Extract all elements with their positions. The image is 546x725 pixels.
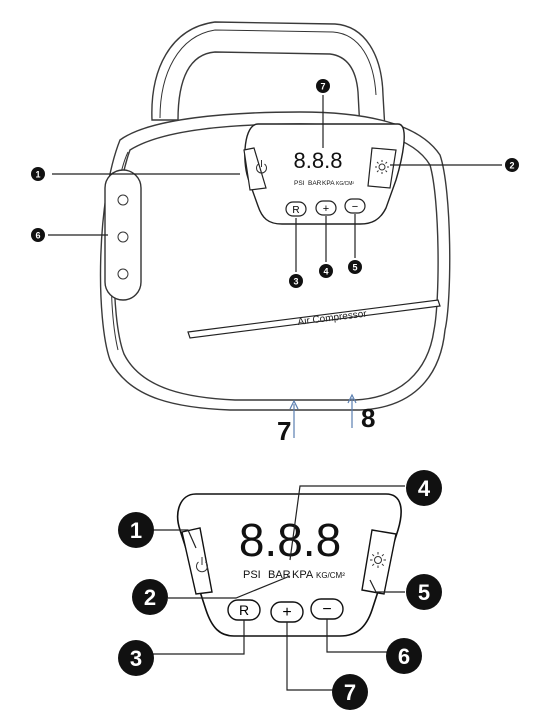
top-callout-2-text: 2 <box>509 161 514 171</box>
panel-detail: 8.8.8 PSI BAR KPA KG/CM² R + − 1 <box>118 470 442 710</box>
panel-minus-label: − <box>322 601 331 618</box>
panel-reset-label: R <box>239 602 249 618</box>
panel-reset-button[interactable]: R <box>227 599 261 621</box>
top-callout-2: 2 <box>505 158 519 172</box>
top-callouts: 1 2 3 4 5 6 7 <box>31 79 519 288</box>
top-unit-psi: PSI <box>294 180 305 187</box>
panel-callout-5-text: 5 <box>418 580 430 605</box>
panel-callout-3: 3 <box>118 640 154 676</box>
top-callout-5: 5 <box>348 260 362 274</box>
panel-unit-psi: PSI <box>243 569 261 581</box>
panel-power-button[interactable] <box>181 527 213 595</box>
panel-callout-5: 5 <box>406 574 442 610</box>
top-callout-6-text: 6 <box>35 231 40 241</box>
panel-plus-button[interactable]: + <box>270 601 304 623</box>
side-port-2 <box>117 231 129 243</box>
panel-callout-7-text: 7 <box>344 680 356 705</box>
panel-callout-7: 7 <box>332 674 368 710</box>
panel-callout-3-text: 3 <box>130 646 142 671</box>
panel-minus-button[interactable]: − <box>310 598 344 620</box>
top-reset-button[interactable]: R <box>285 201 307 217</box>
bottom-arrows <box>289 393 357 438</box>
panel-plus-label: + <box>282 604 291 621</box>
panel-callout-6: 6 <box>386 638 422 674</box>
top-display-digits: 8.8.8 <box>294 148 343 173</box>
panel-callout-1: 1 <box>118 512 154 548</box>
panel-light-icon <box>370 552 386 568</box>
panel-callout-4-text: 4 <box>418 476 431 501</box>
side-port-1 <box>117 194 129 206</box>
top-unit-kpa: KPA <box>322 180 335 187</box>
top-callout-7: 7 <box>316 79 330 93</box>
compressor-illustration: 8.8.8 PSI BAR KPA KG/CM² R + − Air Compr… <box>31 21 519 446</box>
panel-unit-labels: PSI BAR KPA KG/CM² <box>243 569 345 581</box>
top-callout-7-text: 7 <box>320 82 325 92</box>
panel-power-icon <box>196 557 208 573</box>
panel-light-button[interactable] <box>361 529 397 595</box>
panel-callout-4: 4 <box>406 470 442 506</box>
top-callout-1-text: 1 <box>35 170 40 180</box>
top-plus-label: + <box>323 203 329 215</box>
top-unit-labels: PSI BAR KPA KG/CM² <box>294 180 354 187</box>
light-icon <box>375 160 389 174</box>
panel-callouts: 1 2 3 4 5 6 7 <box>118 470 442 710</box>
side-port-panel <box>104 169 142 301</box>
side-port-3 <box>117 268 129 280</box>
top-minus-label: − <box>352 201 358 213</box>
brand-slot <box>187 299 441 339</box>
bottom-label-8: 8 <box>361 403 375 433</box>
panel-callout-2-text: 2 <box>144 585 156 610</box>
panel-callout-2: 2 <box>132 579 168 615</box>
top-callout-4: 4 <box>319 264 333 278</box>
top-minus-button[interactable]: − <box>344 198 366 214</box>
power-button[interactable] <box>243 147 267 191</box>
top-plus-button[interactable]: + <box>315 200 337 216</box>
power-icon <box>256 160 267 174</box>
panel-unit-bar: BAR <box>268 569 291 581</box>
top-unit-bar: BAR <box>308 180 322 187</box>
top-callout-1: 1 <box>31 167 45 181</box>
panel-unit-kgcm: KG/CM² <box>316 571 345 580</box>
top-reset-label: R <box>292 205 299 216</box>
top-callout-5-text: 5 <box>352 263 357 273</box>
top-unit-kgcm: KG/CM² <box>336 181 354 187</box>
top-callout-3: 3 <box>289 274 303 288</box>
bottom-label-7: 7 <box>277 416 291 446</box>
panel-unit-kpa: KPA <box>292 569 314 581</box>
panel-callout-6-text: 6 <box>398 644 410 669</box>
top-callout-4-text: 4 <box>323 267 328 277</box>
light-button[interactable] <box>367 147 397 189</box>
top-callout-3-text: 3 <box>293 277 298 287</box>
panel-callout-1-text: 1 <box>130 518 142 543</box>
top-callout-6: 6 <box>31 228 45 242</box>
